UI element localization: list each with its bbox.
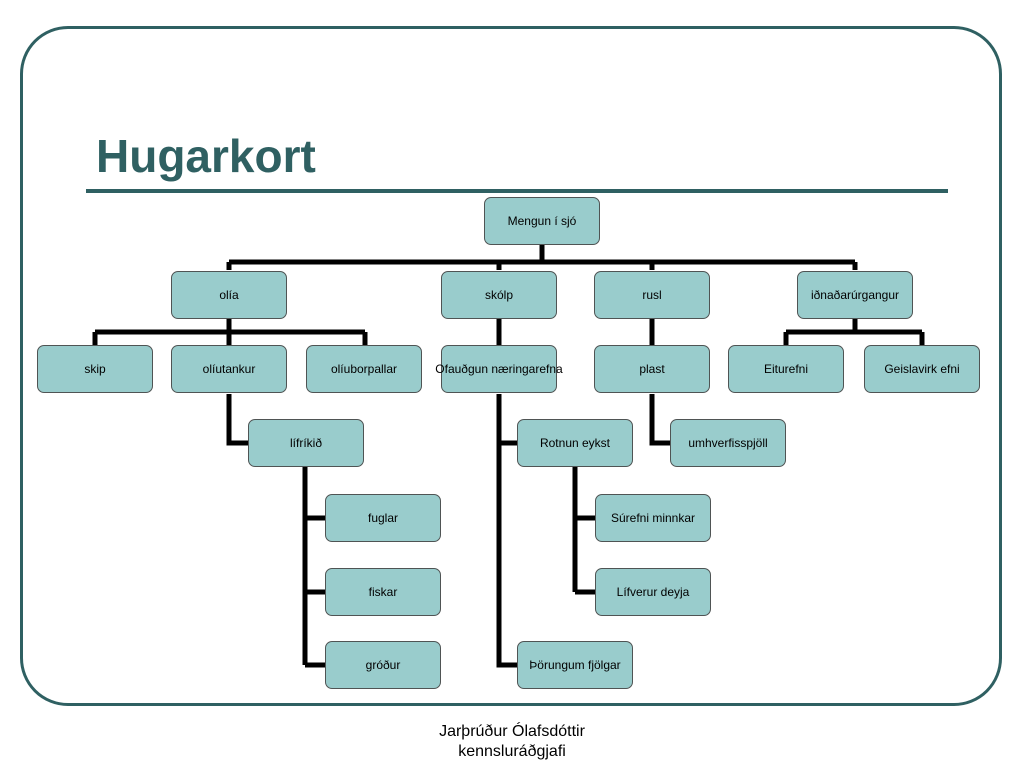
connector-rotnun-children [572, 467, 595, 595]
connector-idnadar-bus [783, 319, 925, 345]
node-skolp: skólp [441, 271, 557, 319]
slide-frame [20, 26, 1002, 706]
slide-title: Hugarkort [96, 130, 316, 182]
node-olia: olía [171, 271, 287, 319]
node-rotnun-eykst: Rotnun eykst [517, 419, 633, 467]
node-idnadarurgangur: iðnaðarúrgangur [797, 271, 913, 319]
connector-lifrikid-children [302, 467, 325, 668]
connector-plast-umhverfis [649, 394, 670, 446]
connector-oliutankur-lifrikid [226, 394, 248, 446]
node-grodur: gróður [325, 641, 441, 689]
node-lifrikid: lífríkið [248, 419, 364, 467]
node-geislavirk-efni: Geislavirk efni [864, 345, 980, 393]
node-fuglar: fuglar [325, 494, 441, 542]
node-thorungum-fjolgar: Þörungum fjölgar [517, 641, 633, 689]
node-eiturefni: Eiturefni [728, 345, 844, 393]
connector-ofaudgun-children [496, 394, 517, 668]
node-umhverfisspjoll: umhverfisspjöll [670, 419, 786, 467]
node-skip: skip [37, 345, 153, 393]
footer-role: kennsluráðgjafi [458, 743, 566, 760]
footer-author: Jarþrúður Ólafsdóttir [439, 723, 585, 740]
node-plast: plast [594, 345, 710, 393]
node-rusl: rusl [594, 271, 710, 319]
node-lifverur-deyja: Lífverur deyja [595, 568, 711, 616]
node-oliuborpallar: olíuborpallar [306, 345, 422, 393]
node-fiskar: fiskar [325, 568, 441, 616]
node-ofaudgun-naeringarefna: Ofauðgun næringarefna [435, 345, 563, 393]
title-divider [86, 189, 948, 193]
node-oliutankur: olíutankur [171, 345, 287, 393]
connector-olia-bus [92, 319, 368, 345]
slide-footer: Jarþrúður Ólafsdóttir kennsluráðgjafi [0, 722, 1024, 762]
connector-root-bus [226, 245, 858, 270]
node-surefni-minnkar: Súrefni minnkar [595, 494, 711, 542]
node-mengun-i-sjo: Mengun í sjó [484, 197, 600, 245]
